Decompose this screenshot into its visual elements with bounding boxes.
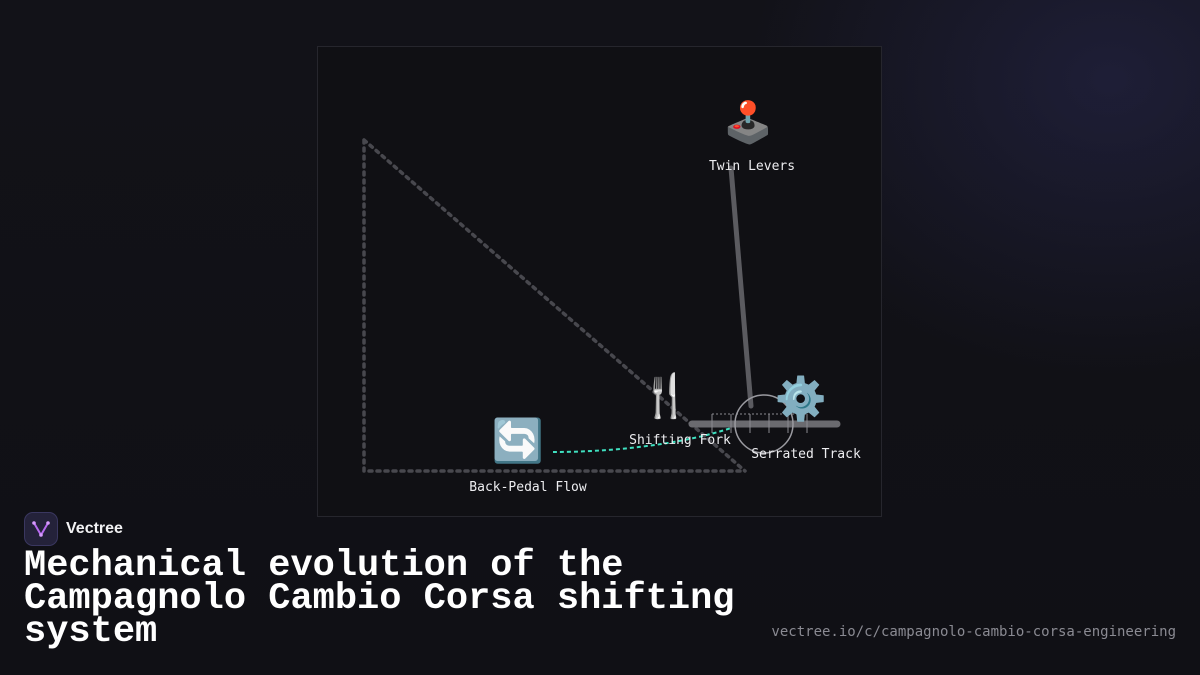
- vectree-logo-icon: [24, 512, 58, 546]
- lever-rod: [728, 165, 754, 409]
- diagram-frame: [317, 46, 882, 517]
- fork-knife-icon: 🍴: [640, 371, 692, 421]
- dotted-triangle-guide: [362, 138, 747, 473]
- serrated-track-teeth: [711, 413, 808, 433]
- gear-icon: ⚙️: [775, 374, 827, 423]
- page-title: Mechanical evolution of the Campagnolo C…: [24, 545, 735, 653]
- node-label-twin-levers: Twin Levers: [709, 159, 795, 174]
- node-label-serrated-track: Serrated Track: [751, 447, 861, 462]
- node-label-back-pedal-flow: Back-Pedal Flow: [469, 480, 587, 495]
- node-label-shifting-fork: Shifting Fork: [629, 433, 731, 448]
- brand[interactable]: Vectree: [24, 512, 123, 546]
- back-pedal-flow-line: [552, 427, 732, 453]
- brand-name: Vectree: [66, 520, 123, 537]
- joystick-icon: 🕹️: [723, 99, 773, 146]
- wheel-hub-circle: [734, 394, 794, 454]
- source-url[interactable]: vectree.io/c/campagnolo-cambio-corsa-eng…: [771, 624, 1176, 640]
- cycle-arrows-icon: 🔄: [492, 416, 544, 465]
